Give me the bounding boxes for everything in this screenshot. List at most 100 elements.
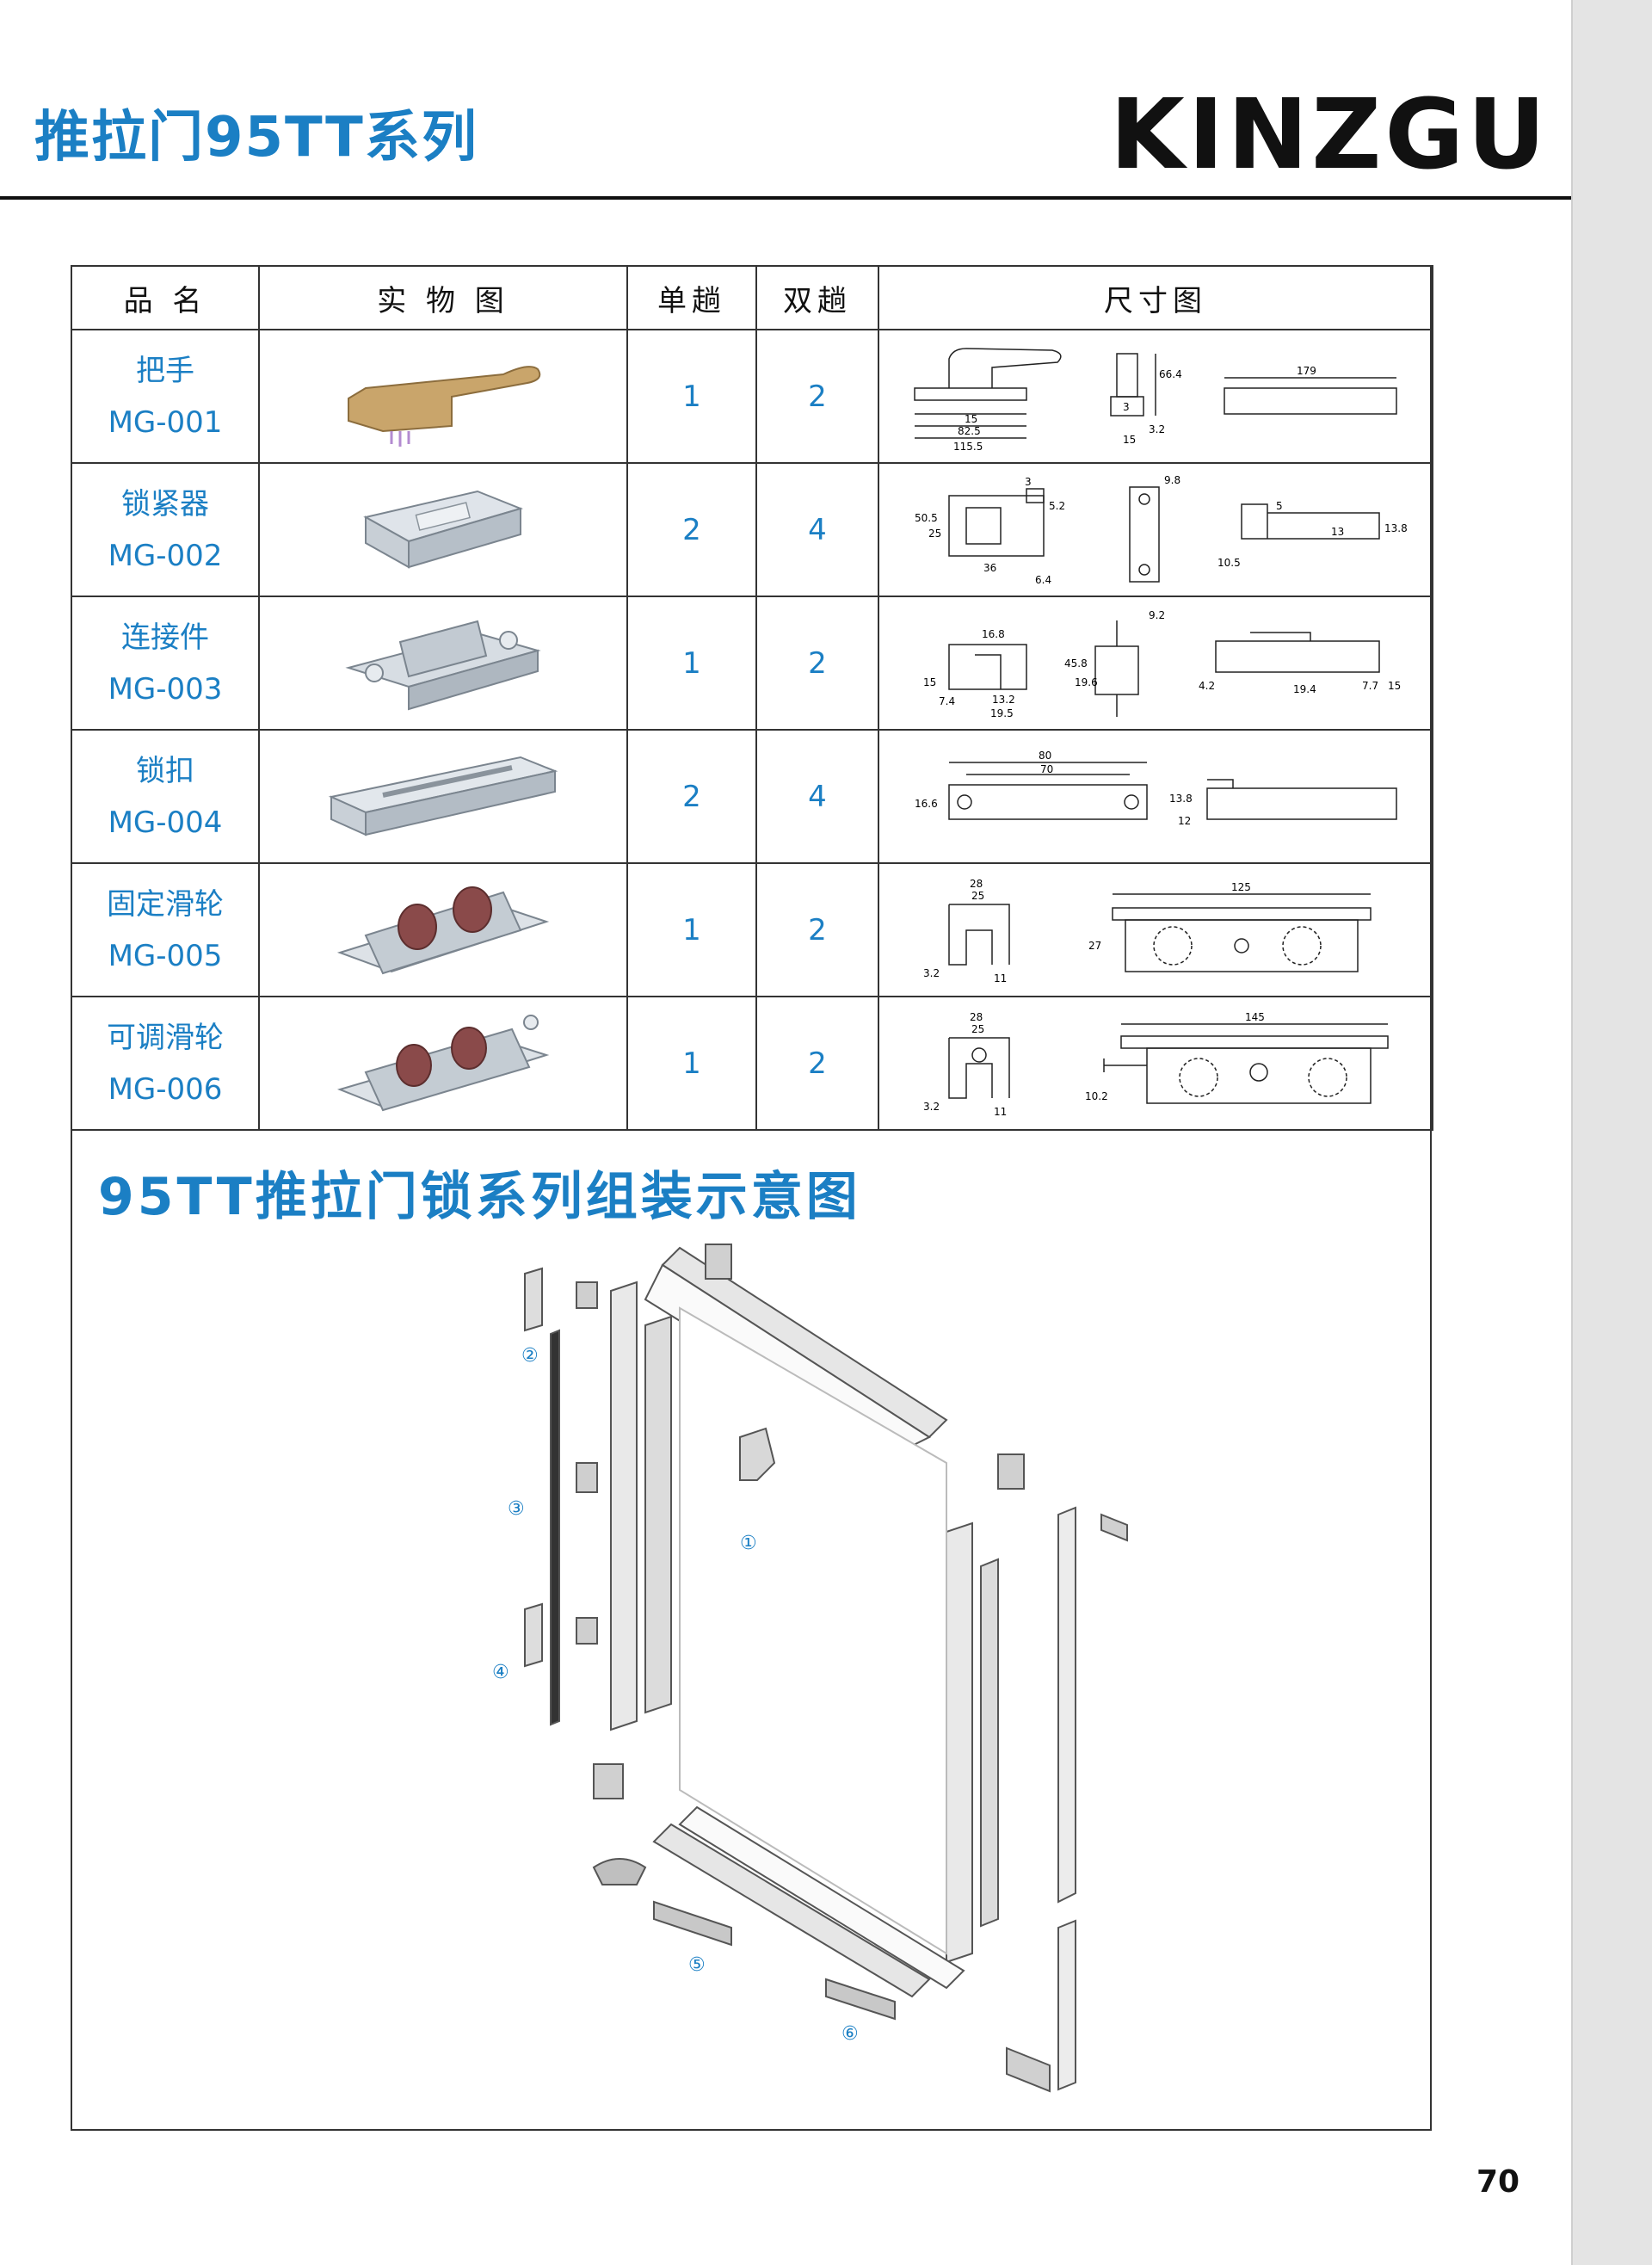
product-photo-cell [258, 729, 628, 864]
product-name: 可调滑轮 [107, 1020, 224, 1055]
side-strip [1571, 0, 1652, 2265]
fixed-roller-photo [336, 886, 550, 974]
dim-label: 15 [923, 676, 936, 688]
product-name-cell: 固定滑轮 MG-005 [71, 862, 260, 997]
dim-label: 13 [1331, 526, 1344, 538]
double-qty: 4 [755, 729, 879, 864]
dim-label: 9.8 [1164, 474, 1180, 486]
dim-label: 25 [971, 1023, 984, 1035]
product-code: MG-005 [108, 938, 223, 973]
dim-label: 13.8 [1384, 522, 1408, 534]
assembly-title: 95TT推拉门锁系列组装示意图 [98, 1167, 861, 1227]
dim-label: 6.4 [1035, 574, 1051, 586]
keeper-photo [328, 756, 558, 836]
dim-label: 15 [1123, 434, 1136, 446]
double-qty: 2 [755, 329, 879, 464]
dim-label: 179 [1297, 365, 1316, 377]
dim-label: 11 [994, 1106, 1007, 1118]
dimension-drawing-cell: 3 5.2 50.5 25 36 6.4 9.8 5 13 13.8 10.5 [878, 462, 1433, 597]
dim-label: 5.2 [1049, 500, 1065, 512]
dim-label: 70 [1040, 763, 1053, 775]
product-name-cell: 锁紧器 MG-002 [71, 462, 260, 597]
dim-label: 13.2 [992, 694, 1015, 706]
callout-6: ⑥ [841, 2023, 859, 2045]
dim-label: 10.5 [1217, 557, 1241, 569]
dim-label: 4.2 [1199, 680, 1215, 692]
product-name: 固定滑轮 [107, 886, 224, 922]
dim-label: 15 [965, 413, 977, 425]
table-row: 锁扣 MG-004 2 4 [71, 729, 1433, 864]
dim-label: 28 [970, 878, 983, 890]
dimension-drawing-cell: 28 25 3.2 11 125 27 [878, 862, 1433, 997]
header-dimensions: 尺寸图 [878, 265, 1433, 330]
callout-4: ④ [492, 1662, 509, 1683]
dimension-drawing-cell: 16.8 15 7.4 13.2 19.5 45.8 19.6 9.2 4.2 … [878, 596, 1433, 731]
dim-label: 28 [970, 1011, 983, 1023]
callout-2: ② [521, 1345, 539, 1367]
product-name-cell: 可调滑轮 MG-006 [71, 996, 260, 1131]
dim-label: 25 [928, 528, 941, 540]
dim-label: 3.2 [923, 1101, 940, 1113]
dim-label: 5 [1276, 500, 1283, 512]
dimension-drawing-cell: 28 25 3.2 11 145 10.2 [878, 996, 1433, 1131]
callout-5: ⑤ [688, 1954, 706, 1976]
product-code: MG-002 [108, 538, 223, 573]
dim-label: 7.4 [939, 695, 955, 707]
dim-label: 50.5 [915, 512, 938, 524]
table-row: 连接件 MG-003 1 2 [71, 596, 1433, 731]
dim-label: 19.4 [1293, 683, 1316, 695]
header-single: 单趟 [626, 265, 757, 330]
dim-label: 19.6 [1075, 676, 1098, 688]
product-name: 把手 [136, 353, 194, 388]
dim-label: 11 [994, 972, 1007, 984]
single-qty: 1 [626, 862, 757, 997]
single-qty: 2 [626, 729, 757, 864]
page-number: 70 [1476, 2164, 1520, 2200]
product-photo-cell [258, 596, 628, 731]
product-code: MG-004 [108, 805, 223, 840]
dim-label: 3 [1025, 476, 1032, 488]
handle-dimension-drawing: 15 82.5 115.5 66.4 3 3.2 15 179 [914, 347, 1397, 453]
table-row: 把手 MG-001 1 2 [71, 329, 1433, 464]
dim-label: 66.4 [1159, 368, 1182, 380]
dim-label: 10.2 [1085, 1090, 1108, 1102]
page-title: 推拉门95TT系列 [34, 106, 478, 170]
product-photo-cell [258, 862, 628, 997]
dim-label: 145 [1245, 1011, 1265, 1023]
dim-label: 7.7 [1362, 680, 1378, 692]
header-photo: 实 物 图 [258, 265, 628, 330]
connector-photo [345, 620, 541, 710]
product-code: MG-001 [108, 404, 223, 440]
product-name-cell: 连接件 MG-003 [71, 596, 260, 731]
single-qty: 1 [626, 596, 757, 731]
dim-label: 19.5 [990, 707, 1014, 719]
dim-label: 45.8 [1064, 657, 1088, 670]
product-name: 锁扣 [136, 753, 194, 788]
dimension-drawing-cell: 80 70 16.6 13.8 12 [878, 729, 1433, 864]
fixed-roller-dimension-drawing: 28 25 3.2 11 125 27 [923, 878, 1372, 984]
dim-label: 13.8 [1169, 793, 1193, 805]
dim-label: 25 [971, 890, 984, 902]
table-row: 固定滑轮 MG-005 1 2 [71, 862, 1433, 997]
adjustable-roller-dimension-drawing: 28 25 3.2 11 145 10.2 [923, 1011, 1389, 1118]
connector-dimension-drawing: 16.8 15 7.4 13.2 19.5 45.8 19.6 9.2 4.2 … [923, 609, 1401, 719]
callout-1: ① [740, 1533, 757, 1554]
dim-label: 3.2 [923, 967, 940, 979]
product-name-cell: 把手 MG-001 [71, 329, 260, 464]
brand-logo: KINZGU [1110, 79, 1550, 191]
dim-label: 3 [1123, 401, 1130, 413]
adjustable-roller-photo [336, 1014, 550, 1111]
product-name: 锁紧器 [121, 486, 209, 522]
product-name: 连接件 [121, 620, 209, 655]
keeper-dimension-drawing: 80 70 16.6 13.8 12 [915, 750, 1397, 827]
dimension-drawing-cell: 15 82.5 115.5 66.4 3 3.2 15 179 [878, 329, 1433, 464]
dim-label: 9.2 [1149, 609, 1165, 621]
product-photo-cell [258, 996, 628, 1131]
single-qty: 2 [626, 462, 757, 597]
table-row: 可调滑轮 MG-006 1 2 [71, 996, 1433, 1131]
dim-label: 27 [1088, 940, 1101, 952]
product-code: MG-003 [108, 671, 223, 707]
product-photo-cell [258, 462, 628, 597]
single-qty: 1 [626, 329, 757, 464]
header-double: 双趟 [755, 265, 879, 330]
